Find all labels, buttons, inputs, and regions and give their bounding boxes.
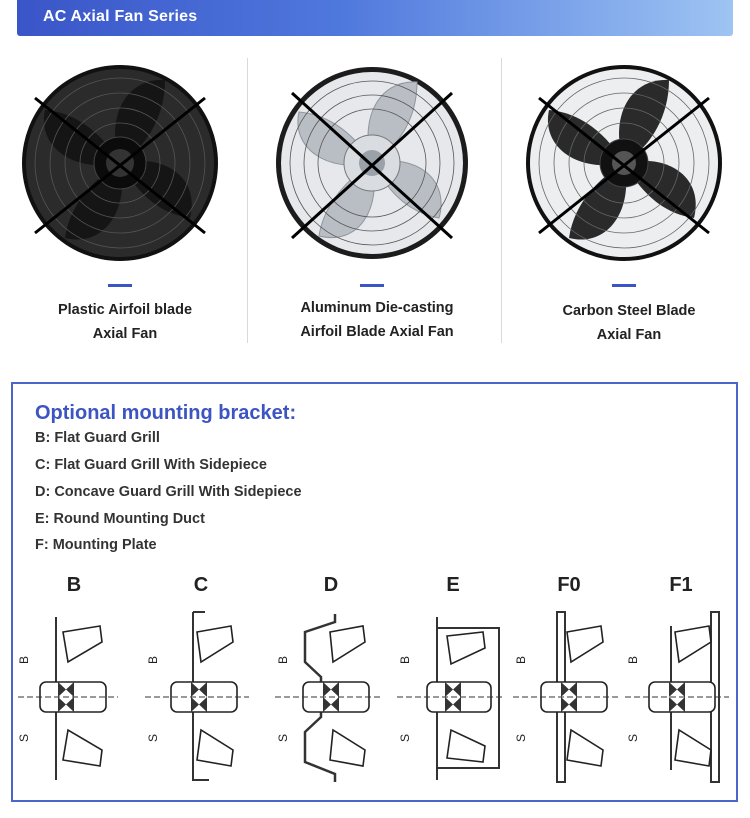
diagram-label: B [66,574,82,596]
dim-b-label: B [146,656,160,664]
dim-b-label: B [514,656,528,664]
bracket-option: E: Round Mounting Duct [35,511,205,527]
dim-b-label: B [276,656,290,664]
product-label-line2: Axial Fan [596,327,662,343]
bracket-option: D: Concave Guard Grill With Sidepiece [35,484,302,500]
product-label-line1: Carbon Steel Blade [562,303,696,319]
bracket-f0-drawing: B S [513,611,619,783]
product-label-line2: Axial Fan [92,326,158,342]
dim-s-label: S [398,734,412,742]
product-label-line1: Aluminum Die-casting [300,300,454,316]
diagram-c: C B S [145,574,257,789]
page-title: AC Axial Fan Series [43,8,198,25]
dim-s-label: S [276,734,290,742]
product-label-line2: Airfoil Blade Axial Fan [300,324,454,340]
dim-s-label: S [626,734,640,742]
diagram-f0: F0 B S [513,574,625,789]
dim-b-label: B [626,656,640,664]
diagram-label: E [446,574,460,596]
diagram-d: D B S [275,574,387,789]
carbon-steel-fan-image [526,65,722,261]
bracket-title: Optional mounting bracket: [35,402,297,424]
bracket-option: B: Flat Guard Grill [35,430,160,446]
dim-b-label: B [18,656,31,664]
product-label-line1: Plastic Airfoil blade [57,302,193,318]
dim-s-label: S [514,734,528,742]
product-card-carbon-steel[interactable]: Carbon Steel Blade Axial Fan [509,40,749,350]
product-card-plastic[interactable]: Plastic Airfoil blade Axial Fan [5,40,245,350]
accent-bar [108,284,132,287]
mounting-bracket-panel: Optional mounting bracket: B: Flat Guard… [11,382,738,802]
aluminum-fan-image [276,67,468,259]
bracket-f1-drawing: B S [625,611,729,783]
dim-b-label: B [398,656,412,664]
bracket-option: F: Mounting Plate [35,537,157,553]
diagram-label: D [323,574,339,596]
column-divider [247,58,248,343]
diagram-e: E B S [397,574,509,789]
diagram-label: C [193,574,209,596]
diagram-b: B B S [18,574,130,789]
plastic-fan-image [22,65,218,261]
dim-s-label: S [146,734,160,742]
accent-bar [612,284,636,287]
diagram-label: F0 [557,574,581,596]
accent-bar [360,284,384,287]
bracket-c-drawing: B S [145,611,249,781]
bracket-d-drawing: B S [275,614,381,782]
product-card-aluminum[interactable]: Aluminum Die-casting Airfoil Blade Axial… [257,40,497,350]
header-banner: AC Axial Fan Series [17,0,733,36]
bracket-e-drawing: B S [397,617,505,780]
diagram-f1: F1 B S [625,574,737,789]
bracket-b-drawing: B S [18,617,118,780]
dim-s-label: S [18,734,31,742]
bracket-option: C: Flat Guard Grill With Sidepiece [35,457,267,473]
diagram-label: F1 [669,574,693,596]
column-divider [501,58,502,343]
